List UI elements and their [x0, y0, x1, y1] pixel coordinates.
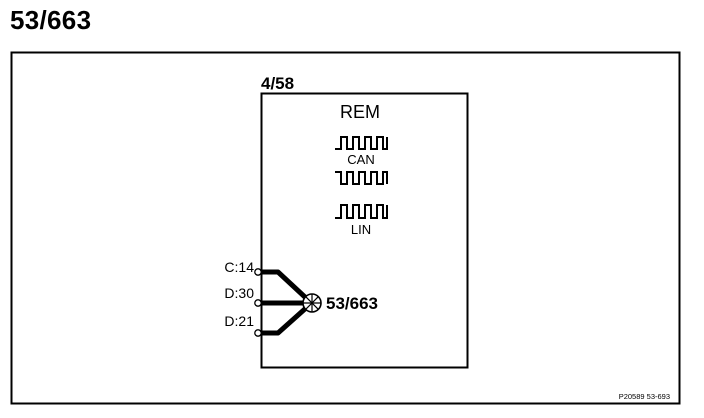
can-high-wave-icon	[335, 136, 388, 150]
wire-d21	[262, 306, 308, 336]
pin-connector-d21	[254, 329, 262, 337]
bus-label-can: CAN	[347, 152, 374, 167]
can-low-wave-icon	[335, 171, 388, 185]
pin-connector-d30	[254, 299, 262, 307]
splice-label: 53/663	[326, 294, 378, 313]
pin-connector-c14	[254, 268, 262, 276]
lin-wave-icon	[335, 204, 388, 219]
footer-code: P20589 53-693	[619, 392, 670, 401]
page-title: 53/663	[10, 5, 92, 35]
wire-c14	[262, 269, 308, 300]
pin-label-d21: D:21	[224, 313, 254, 329]
module-box	[260, 92, 469, 369]
splice-icon	[302, 293, 322, 313]
bus-label-lin: LIN	[351, 222, 371, 237]
pin-label-c14: C:14	[224, 259, 254, 275]
diagram-frame	[10, 51, 681, 405]
pin-label-d30: D:30	[224, 285, 254, 301]
module-ref-label: 4/58	[261, 74, 294, 93]
module-name-label: REM	[340, 102, 380, 122]
